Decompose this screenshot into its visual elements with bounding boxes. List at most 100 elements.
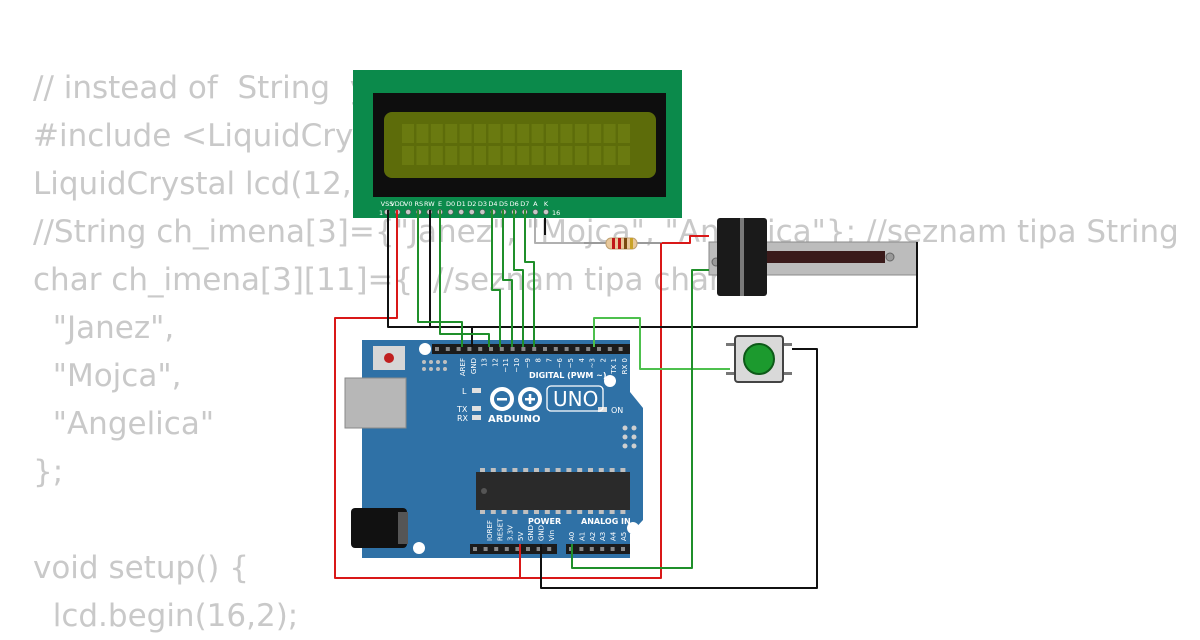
pin-label: ~11: [502, 358, 510, 373]
pin-label: 3.3V: [507, 525, 515, 541]
uno-logo-text: UNO: [553, 387, 598, 411]
pin-label: A3: [599, 532, 607, 541]
pin-label: Vin: [548, 530, 556, 541]
chip-leg: [501, 510, 507, 514]
header-hole: [610, 547, 615, 551]
pin-label: ~9: [524, 358, 532, 368]
header-hole: [543, 347, 547, 351]
wire-e: [439, 210, 490, 347]
wire-d6: [513, 210, 524, 347]
header-hole: [532, 347, 537, 351]
pin-label: AREF: [459, 358, 467, 376]
lcd-char-cell: [517, 124, 530, 143]
wire-gnd-button: [540, 348, 818, 589]
lcd-char-cell: [402, 146, 414, 165]
lcd-pin-label: VDD: [390, 200, 404, 208]
usb-connector: [344, 377, 407, 429]
lcd-pin-label: D0: [446, 200, 455, 208]
lcd-char-cell: [603, 124, 616, 143]
arduino-infinity-logo: [490, 387, 542, 411]
lcd-char-cell: [416, 124, 429, 143]
header-hole: [536, 547, 541, 551]
reset-button-cap: [384, 353, 394, 363]
power-label: POWER: [528, 517, 561, 526]
wire-5v-lcd: [334, 210, 521, 579]
lcd-char-cell: [474, 146, 486, 165]
mounting-hole: [627, 522, 639, 534]
pin-label: A4: [610, 531, 618, 541]
led-on-label: ON: [611, 406, 623, 415]
pin-label: RX 0: [621, 358, 629, 374]
chip-leg: [555, 510, 561, 514]
lcd-pin-label: D6: [510, 200, 519, 208]
icsp-header: [422, 360, 447, 371]
header-hole: [607, 347, 612, 351]
code-line: //String ch_imena[3]={"Janez", "Mojca", …: [33, 214, 1179, 250]
chip-leg: [588, 468, 593, 472]
chip-leg: [588, 510, 593, 514]
lcd-char-cell: [589, 124, 602, 143]
header-hole: [494, 547, 499, 551]
lcd-pin: [479, 209, 486, 215]
lcd-pin-end: 16: [552, 209, 560, 217]
pin-label: A1: [578, 532, 586, 541]
chip-leg: [480, 468, 485, 472]
lcd-char-cell: [531, 124, 544, 143]
slide-potentiometer[interactable]: [708, 218, 918, 296]
chip-legs: [480, 468, 626, 514]
chip-leg: [480, 510, 485, 514]
chip-leg: [512, 468, 518, 472]
pin-label: A5: [620, 532, 628, 541]
header-hole: [510, 347, 515, 351]
chip-leg: [490, 468, 496, 472]
chip-leg: [566, 468, 572, 472]
code-line: #include <LiquidCryst: [33, 118, 382, 154]
button-cap[interactable]: [743, 343, 775, 375]
wires: [334, 210, 918, 589]
lcd-char-cell: [574, 146, 587, 165]
chip-leg: [523, 468, 529, 472]
pin-label: 8: [535, 358, 543, 362]
header-hole: [473, 547, 477, 551]
header-hole: [597, 347, 601, 351]
code-line: lcd.begin(16,2);: [33, 598, 299, 634]
lcd-pin: [458, 209, 465, 215]
pin-label: RESET: [496, 518, 504, 541]
chip-leg: [566, 510, 572, 514]
push-button[interactable]: [726, 335, 792, 383]
code-line: LiquidCrystal lcd(12,1: [33, 166, 372, 202]
wire-pot-wiper: [571, 269, 709, 569]
analog-label: ANALOG IN: [581, 517, 631, 526]
lcd-char-cell: [402, 124, 414, 143]
lcd-pin-label: A: [533, 200, 538, 208]
lcd-pin: [468, 209, 475, 215]
header-hole: [589, 547, 594, 551]
lcd-char-cell: [459, 146, 472, 165]
header-hole: [547, 547, 552, 551]
lcd-char-cell: [445, 124, 458, 143]
pin-label: ~10: [513, 358, 521, 373]
wire-d7: [524, 210, 535, 347]
lcd-pin-label: E: [438, 200, 442, 208]
lcd-char-cell: [430, 124, 443, 143]
chip-leg: [620, 468, 626, 472]
code-line: "Mojca",: [33, 358, 182, 394]
led-l: [472, 388, 481, 393]
pin-label: 2: [599, 358, 607, 362]
lcd-char-cell: [459, 124, 472, 143]
lcd-char-cell: [488, 146, 501, 165]
pin-label: GND: [538, 525, 546, 541]
pin-label: TX 1: [610, 358, 618, 375]
header-hole: [435, 347, 439, 351]
wire-gnd-lcd-pot: [387, 210, 918, 328]
lcd-screen: [384, 112, 656, 178]
lcd-char-cell: [618, 124, 630, 143]
pin-label: A0: [568, 532, 576, 541]
header-hole: [526, 547, 530, 551]
code-line: "Angelica": [33, 406, 215, 442]
